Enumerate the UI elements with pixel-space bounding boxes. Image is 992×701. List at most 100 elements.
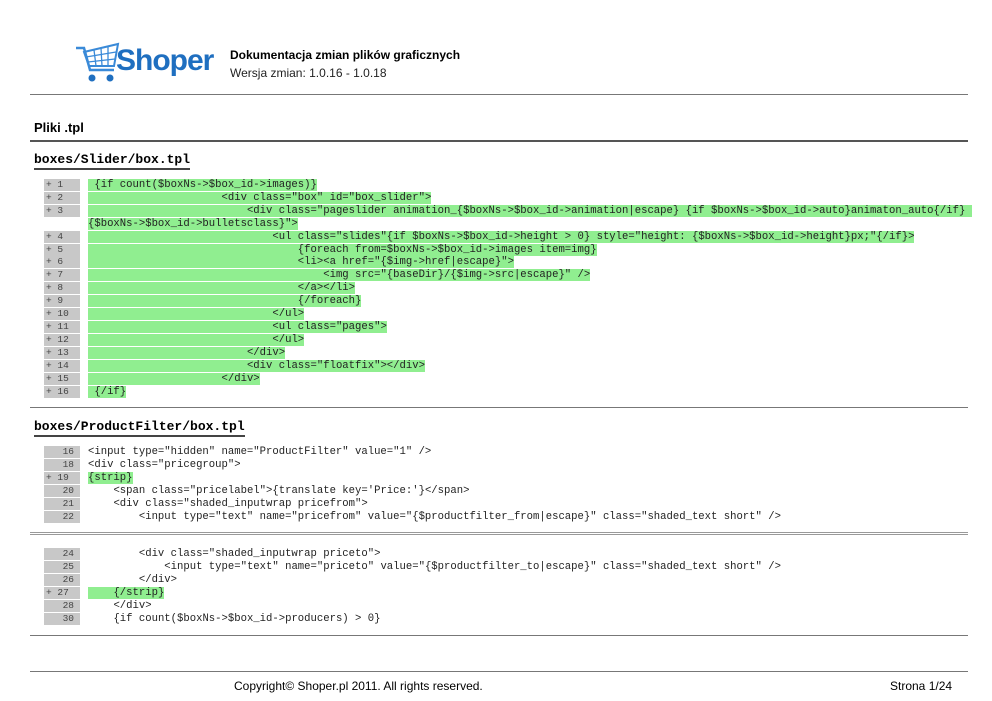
line-text: {/strip} — [88, 586, 968, 600]
code-line: + 27 {/strip} — [44, 586, 968, 600]
code-line: + 15 </div> — [44, 372, 968, 386]
copyright: Copyright© Shoper.pl 2011. All rights re… — [234, 679, 483, 693]
file-heading: boxes/Slider/box.tpl — [34, 152, 191, 170]
code-block: 24 <div class="shaded_inputwrap priceto"… — [44, 548, 968, 625]
line-number: + 7 — [44, 269, 80, 282]
line-text: <div class="shaded_inputwrap pricefrom"> — [88, 498, 968, 511]
line-text: <li><a href="{$img->href|escape}"> — [88, 256, 968, 269]
line-text: {foreach from=$boxNs->$box_id->images it… — [88, 243, 968, 257]
line-text: </ul> — [88, 333, 968, 347]
added-code: {/foreach} — [88, 295, 362, 308]
line-number: 24 — [44, 548, 80, 560]
logo-text: Shoper — [116, 44, 214, 77]
code-line: 24 <div class="shaded_inputwrap priceto"… — [44, 548, 968, 561]
line-number: 21 — [44, 497, 80, 510]
added-code: <div class="floatfix"></div> — [88, 359, 425, 372]
shoper-logo: Shoper — [74, 40, 214, 86]
page-number: Strona 1/24 — [890, 679, 953, 693]
code-line: + 1 {if count($boxNs->$box_id->images)} — [44, 179, 968, 192]
code-line: 22 <input type="text" name="pricefrom" v… — [44, 510, 968, 524]
divider — [30, 635, 968, 636]
code-text: {if count($boxNs->$box_id->producers) > … — [88, 612, 381, 625]
code-line: 25 <input type="text" name="priceto" val… — [44, 560, 968, 574]
code-line: + 10 </ul> — [44, 308, 968, 321]
added-code: <ul class="slides"{if $boxNs->$box_id->h… — [88, 230, 915, 243]
code-block: 16<input type="hidden" name="ProductFilt… — [44, 446, 968, 523]
code-text: </div> — [88, 573, 178, 586]
section-title: Pliki .tpl — [34, 120, 84, 135]
line-text: <input type="text" name="priceto" value=… — [88, 561, 968, 574]
code-text: <span class="pricelabel">{translate key=… — [88, 484, 470, 497]
line-number: + 15 — [44, 372, 80, 385]
code-line: 30 {if count($boxNs->$box_id->producers)… — [44, 612, 968, 626]
code-line: 28 </div> — [44, 599, 968, 613]
code-line: + 2 <div class="box" id="box_slider"> — [44, 191, 968, 205]
line-number: + 11 — [44, 320, 80, 333]
code-text: <input type="hidden" name="ProductFilter… — [88, 446, 432, 458]
added-code: {/if} — [88, 385, 127, 398]
line-number: + 16 — [44, 385, 80, 398]
code-text: <div class="pricegroup"> — [88, 458, 241, 471]
line-text: {if count($boxNs->$box_id->producers) > … — [88, 613, 968, 626]
line-text: <ul class="slides"{if $boxNs->$box_id->h… — [88, 230, 968, 244]
added-code: </div> — [88, 372, 260, 385]
line-number: + 13 — [44, 346, 80, 359]
code-line: 20 <span class="pricelabel">{translate k… — [44, 484, 968, 498]
code-line: 18 <div class="pricegroup"> — [44, 458, 968, 472]
line-text: <ul class="pages"> — [88, 320, 968, 334]
code-line: + 3 <div class="pageslider animation_{$b… — [44, 204, 972, 231]
line-number: + 10 — [44, 308, 80, 321]
line-text: <input type="hidden" name="ProductFilter… — [88, 446, 968, 459]
code-text: </div> — [88, 599, 152, 612]
divider — [30, 94, 968, 95]
line-number: + 8 — [44, 282, 80, 295]
line-text: {if count($boxNs->$box_id->images)} — [88, 179, 968, 192]
cart-icon — [76, 42, 120, 82]
line-number: + 1 — [44, 179, 80, 191]
added-code: <div class="box" id="box_slider"> — [88, 191, 432, 204]
line-number: 25 — [44, 560, 80, 573]
footer-divider — [30, 671, 968, 672]
line-text: <input type="text" name="pricefrom" valu… — [88, 511, 968, 524]
line-text: </div> — [88, 600, 968, 613]
code-line: + 8 </a></li> — [44, 282, 968, 295]
line-number: 30 — [44, 612, 80, 625]
file-heading: boxes/ProductFilter/box.tpl — [34, 419, 245, 437]
line-number: + 4 — [44, 230, 80, 243]
line-number: 18 — [44, 458, 80, 471]
code-line: + 7 <img src="{baseDir}/{$img->src|escap… — [44, 269, 968, 282]
line-text: <div class="pageslider animation_{$boxNs… — [88, 204, 972, 231]
line-number: 26 — [44, 573, 80, 586]
code-line: 21 <div class="shaded_inputwrap pricefro… — [44, 497, 968, 511]
line-number: + 12 — [44, 333, 80, 346]
line-number: + 3 — [44, 204, 80, 217]
added-code: </ul> — [88, 333, 305, 346]
added-code: {strip} — [88, 471, 133, 484]
line-text: {strip} — [88, 471, 968, 485]
block-separator — [30, 532, 968, 535]
code-line: + 16 {/if} — [44, 385, 968, 399]
code-line: 26 </div> — [44, 573, 968, 587]
added-code: </a></li> — [88, 282, 356, 295]
line-number: 22 — [44, 510, 80, 523]
line-number: 20 — [44, 484, 80, 497]
added-code: <li><a href="{$img->href|escape}"> — [88, 256, 514, 269]
added-code: </div> — [88, 346, 286, 359]
code-line: + 13 </div> — [44, 346, 968, 360]
added-code: </ul> — [88, 308, 305, 321]
line-number: + 6 — [44, 256, 80, 269]
code-line: + 11 <ul class="pages"> — [44, 320, 968, 334]
code-text: <input type="text" name="pricefrom" valu… — [88, 510, 781, 523]
divider — [30, 407, 968, 408]
code-line: + 4 <ul class="slides"{if $boxNs->$box_i… — [44, 230, 968, 244]
code-line: + 14 <div class="floatfix"></div> — [44, 359, 968, 373]
divider — [30, 140, 968, 142]
line-number: 28 — [44, 599, 80, 612]
added-code: <div class="pageslider animation_{$boxNs… — [88, 204, 972, 230]
code-text: <input type="text" name="priceto" value=… — [88, 560, 781, 573]
code-line: + 9 {/foreach} — [44, 295, 968, 308]
added-code: {foreach from=$boxNs->$box_id->images it… — [88, 243, 597, 256]
line-text: </ul> — [88, 308, 968, 321]
line-number: + 2 — [44, 191, 80, 204]
added-code: {/strip} — [88, 586, 165, 599]
